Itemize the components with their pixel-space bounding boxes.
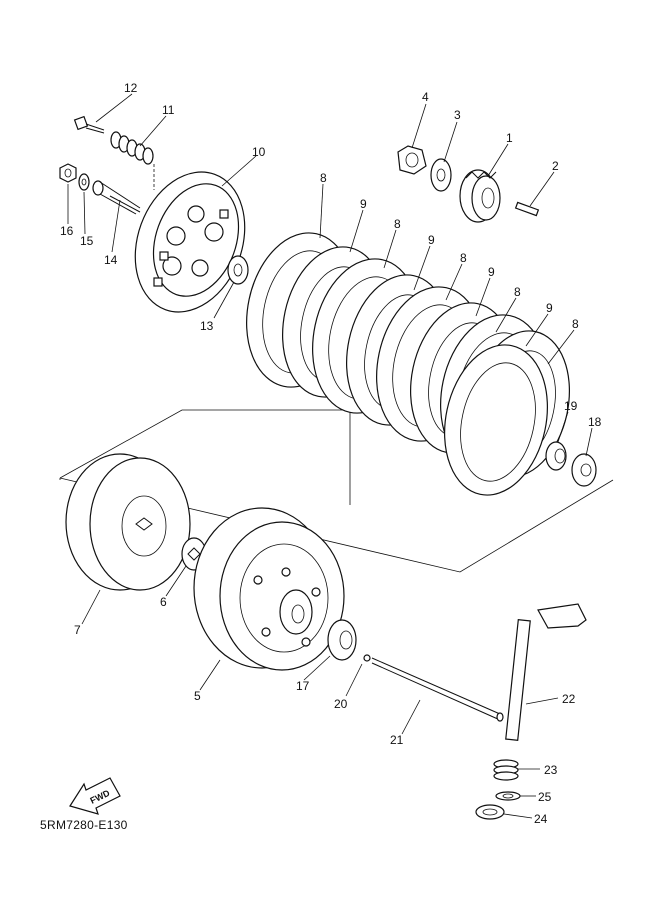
callout-8: 8 <box>460 251 467 265</box>
assembly-plane-outline <box>59 409 351 505</box>
key-part-2 <box>514 201 540 217</box>
callout-22: 22 <box>562 692 576 706</box>
callout-3: 3 <box>454 108 461 122</box>
bearing-part-19 <box>545 441 567 471</box>
callout-16: 16 <box>60 224 74 238</box>
gear-part-1 <box>459 169 501 223</box>
pressure-plate-part-10 <box>134 171 246 313</box>
nut-part-16 <box>59 163 77 183</box>
callout-19: 19 <box>564 399 578 413</box>
callout-9: 9 <box>488 265 495 279</box>
bearing-part-17 <box>327 619 357 661</box>
push-rod-part-14 <box>92 180 141 215</box>
callout-1: 1 <box>506 131 513 145</box>
callout-13: 13 <box>200 319 214 333</box>
spring-part-23 <box>493 759 519 781</box>
washer-part-18 <box>571 453 597 487</box>
callout-20: 20 <box>334 697 348 711</box>
push-rod-part-21 <box>371 657 504 722</box>
friction-plate-part-8 <box>444 344 548 496</box>
callout-6: 6 <box>160 595 167 609</box>
clutch-boss-part-7 <box>65 453 191 591</box>
callout-8: 8 <box>514 285 521 299</box>
callout-9: 9 <box>428 233 435 247</box>
callout-17: 17 <box>296 679 310 693</box>
callout-8: 8 <box>394 217 401 231</box>
callout-5: 5 <box>194 689 201 703</box>
callout-4: 4 <box>422 90 429 104</box>
clutch-housing-part-5 <box>193 507 345 671</box>
callout-12: 12 <box>124 81 138 95</box>
callout-2: 2 <box>552 159 559 173</box>
callout-14: 14 <box>104 253 118 267</box>
callout-21: 21 <box>390 733 404 747</box>
assembly-plane-edge <box>59 477 614 573</box>
callout-15: 15 <box>80 234 94 248</box>
leader-lines <box>67 93 593 819</box>
push-lever-shaft-part-22 <box>505 603 587 741</box>
callout-8: 8 <box>320 171 327 185</box>
callout-9: 9 <box>546 301 553 315</box>
reference-code: 5RM7280-E130 <box>40 818 128 832</box>
nut-part-4 <box>397 145 427 175</box>
spring-part-11 <box>110 131 154 165</box>
washer-part-25 <box>495 791 521 801</box>
oil-seal-part-24 <box>475 804 505 820</box>
callout-25: 25 <box>538 790 552 804</box>
callout-18: 18 <box>588 415 602 429</box>
callout-8: 8 <box>572 317 579 331</box>
callout-11: 11 <box>162 103 175 117</box>
collar-part-13 <box>227 255 249 285</box>
washer-part-15 <box>78 173 90 191</box>
fwd-arrow-icon: FWD <box>69 777 121 815</box>
washer-part-3 <box>430 158 452 192</box>
callout-7: 7 <box>74 623 81 637</box>
ball-part-20 <box>363 654 371 662</box>
bolt-part-12 <box>73 115 105 134</box>
callout-numbers: 12 11 10 4 3 1 2 16 15 14 13 8 9 8 9 8 9… <box>60 81 602 826</box>
callout-9: 9 <box>360 197 367 211</box>
callout-24: 24 <box>534 812 548 826</box>
callout-23: 23 <box>544 763 558 777</box>
callout-10: 10 <box>252 145 266 159</box>
